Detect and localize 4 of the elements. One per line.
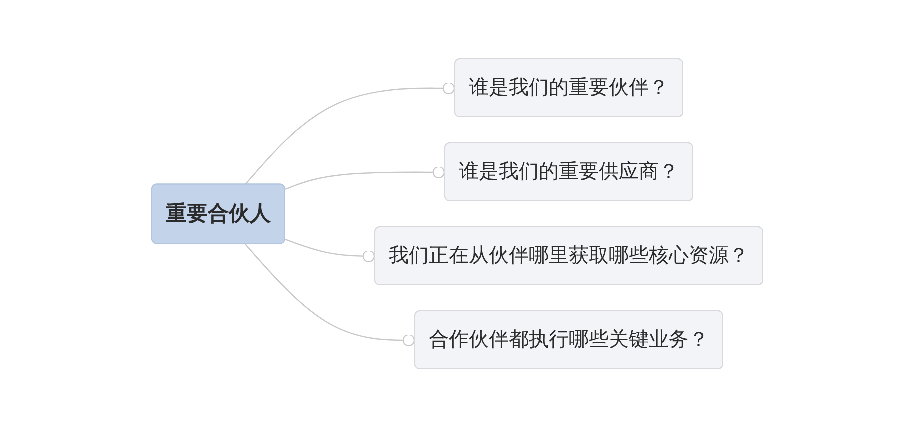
connector	[244, 82, 455, 186]
connector	[284, 238, 375, 262]
connector	[284, 166, 445, 190]
connector	[244, 244, 415, 346]
